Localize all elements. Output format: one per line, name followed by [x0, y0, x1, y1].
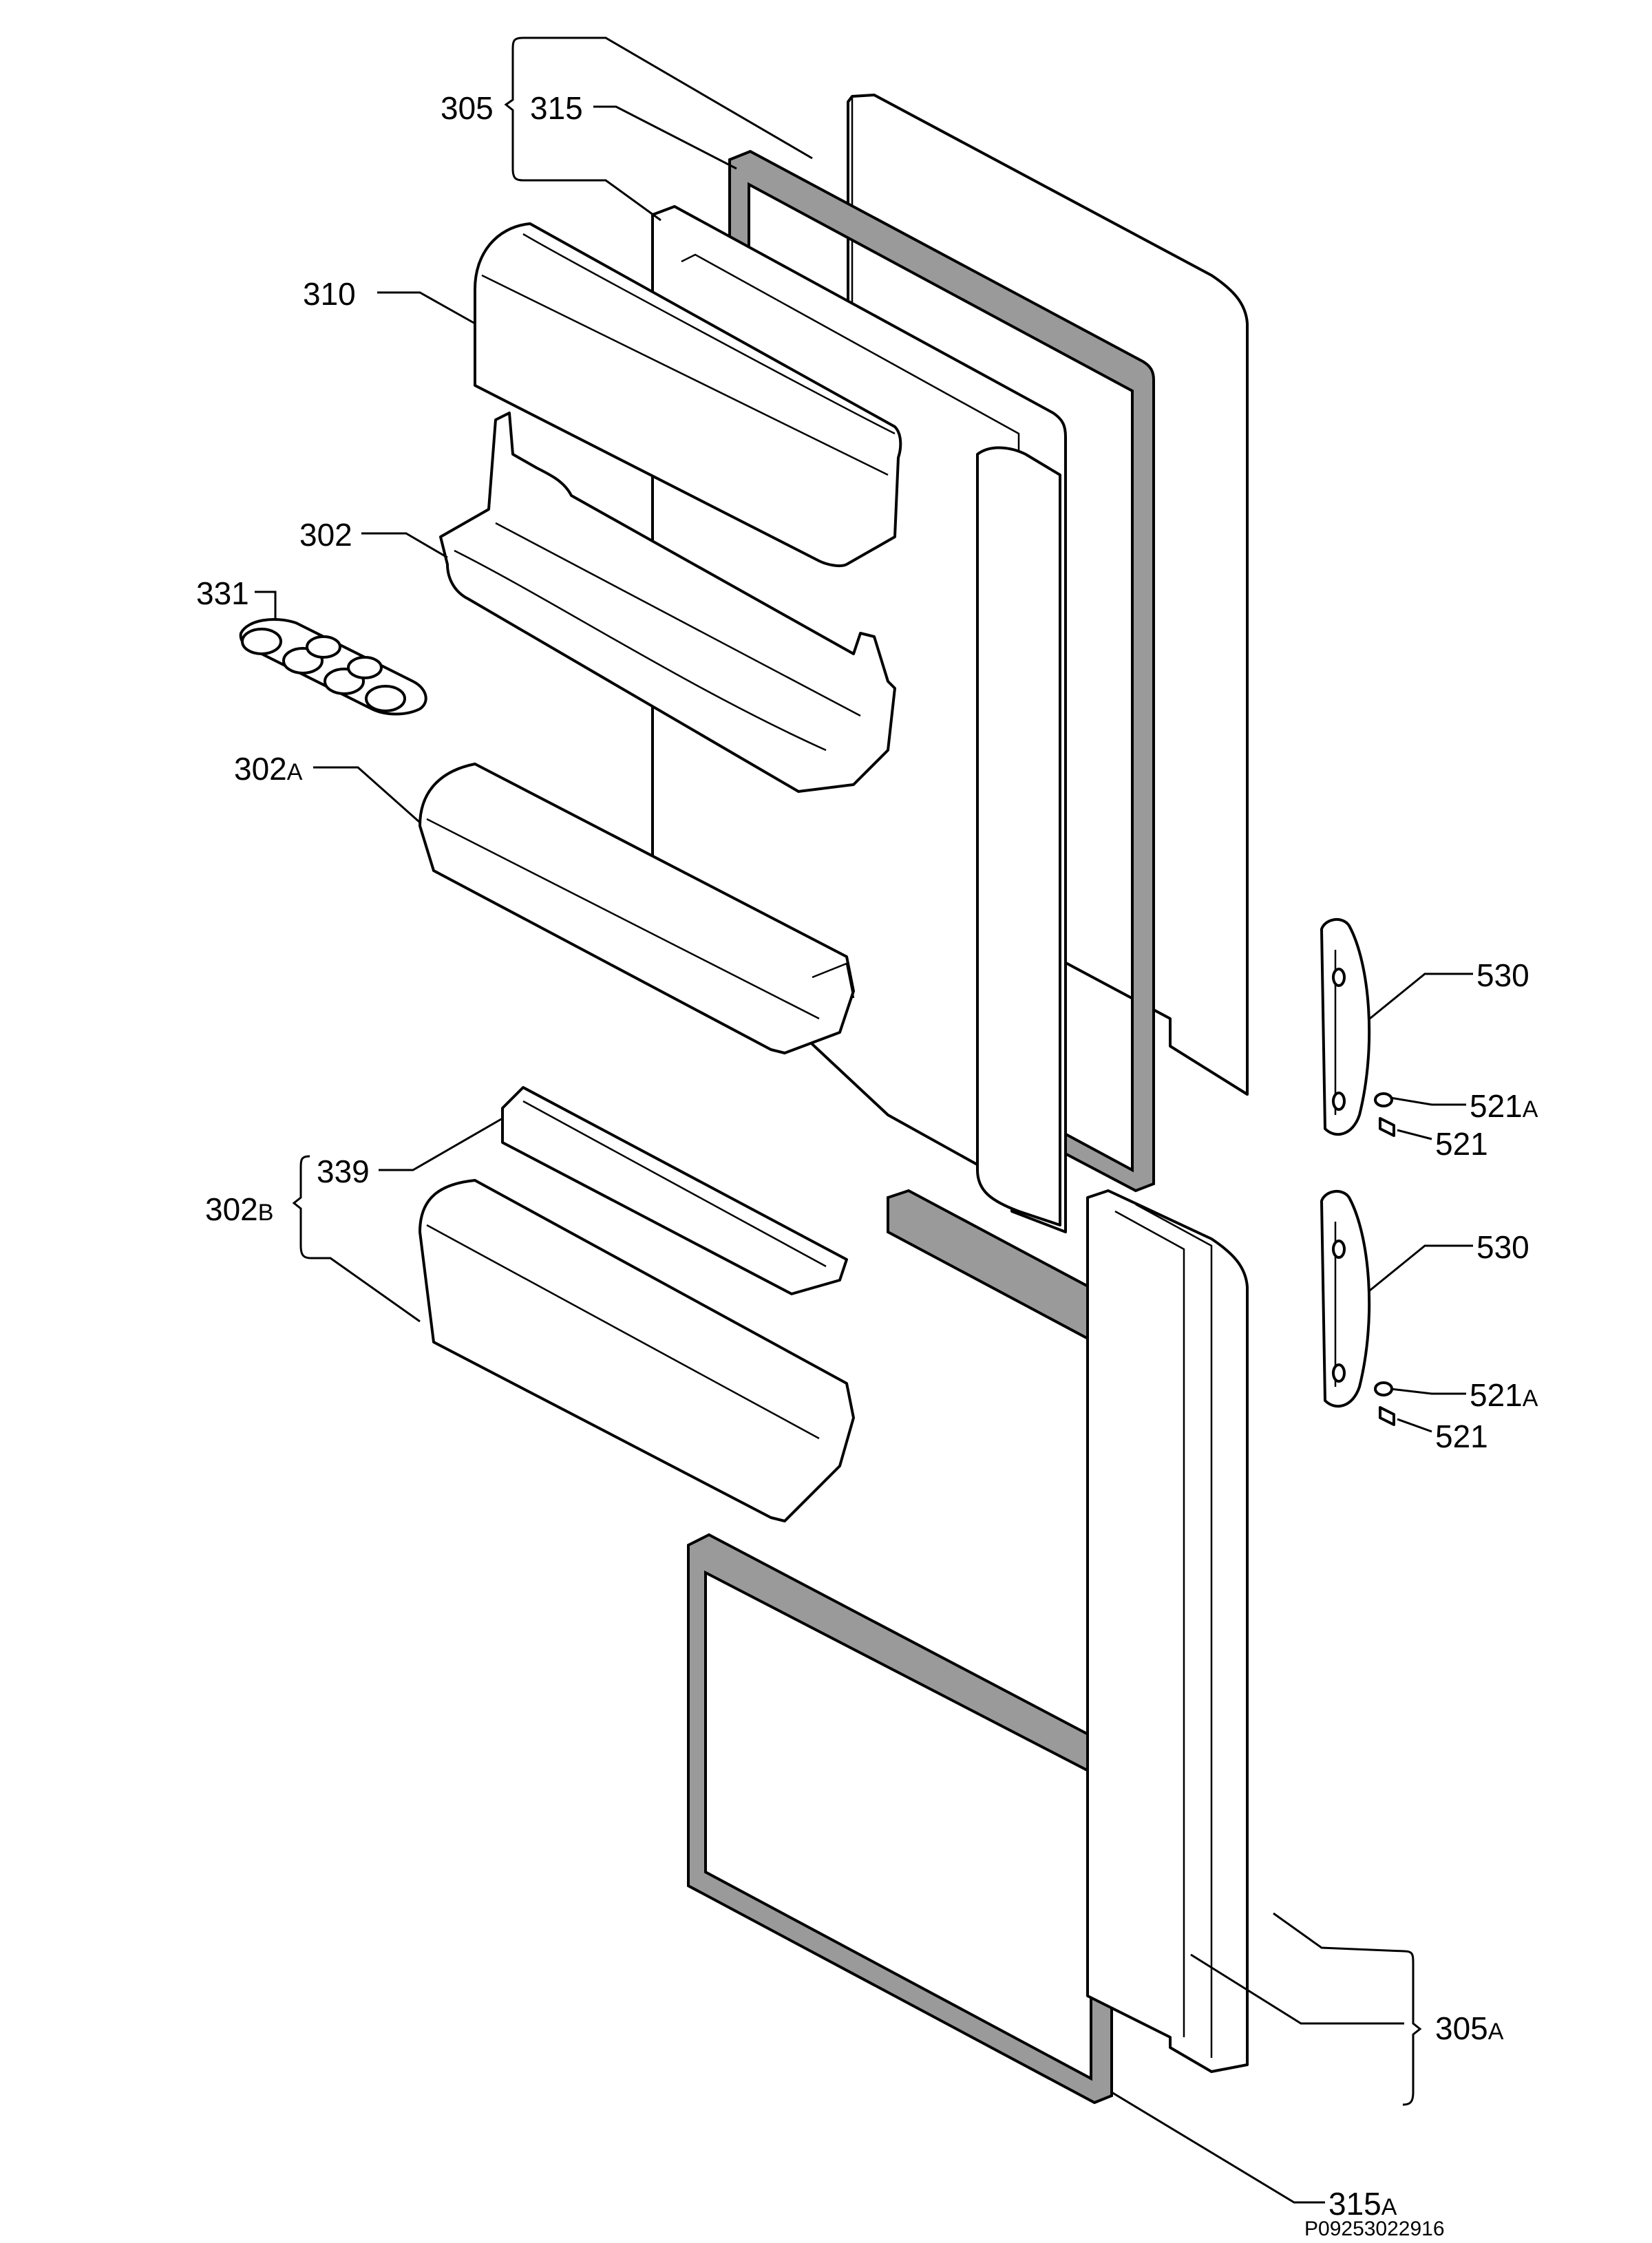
- handle-bottom: [1320, 1190, 1371, 1408]
- screw-cap-top: [1374, 1092, 1395, 1137]
- label-521a-top: 521A: [1470, 1088, 1538, 1124]
- dairy-compartment: [474, 222, 902, 568]
- drawing-code: P09253022916: [1304, 2218, 1445, 2240]
- bottle-rack: [501, 1086, 848, 1295]
- door-shelf-302a: [419, 763, 855, 1054]
- leader-lines: [255, 105, 1473, 2204]
- brace-305a: [1190, 1912, 1422, 2106]
- label-315a: 315A: [1328, 2186, 1397, 2222]
- label-530-bottom: 530: [1476, 1229, 1529, 1265]
- label-302: 302: [299, 517, 352, 553]
- door-shelf-302b: [419, 1179, 855, 1522]
- lower-gasket: [687, 1189, 1116, 2105]
- label-331: 331: [196, 575, 249, 611]
- label-530-top: 530: [1476, 957, 1529, 993]
- label-339: 339: [317, 1154, 370, 1189]
- label-521a-bottom: 521A: [1470, 1377, 1538, 1413]
- label-310: 310: [303, 276, 356, 312]
- egg-tray: [239, 618, 427, 716]
- label-521-bottom: 521: [1435, 1418, 1488, 1454]
- label-305a: 305A: [1435, 2010, 1504, 2046]
- screw-cap-bottom: [1374, 1381, 1395, 1426]
- part-labels: 305 315 310 302 331 302A 339 302B 530 52…: [196, 90, 1538, 2222]
- label-521-top: 521: [1435, 1126, 1488, 1162]
- door-shelf-302: [439, 412, 896, 793]
- brace-305: [504, 36, 813, 222]
- label-315: 315: [530, 90, 583, 126]
- brace-302b: [292, 1155, 421, 1323]
- label-305: 305: [441, 90, 494, 126]
- lower-door-panel: [1086, 1189, 1249, 2073]
- label-302a: 302A: [234, 751, 303, 787]
- handle-top: [1320, 918, 1371, 1136]
- label-302b: 302B: [205, 1191, 273, 1227]
